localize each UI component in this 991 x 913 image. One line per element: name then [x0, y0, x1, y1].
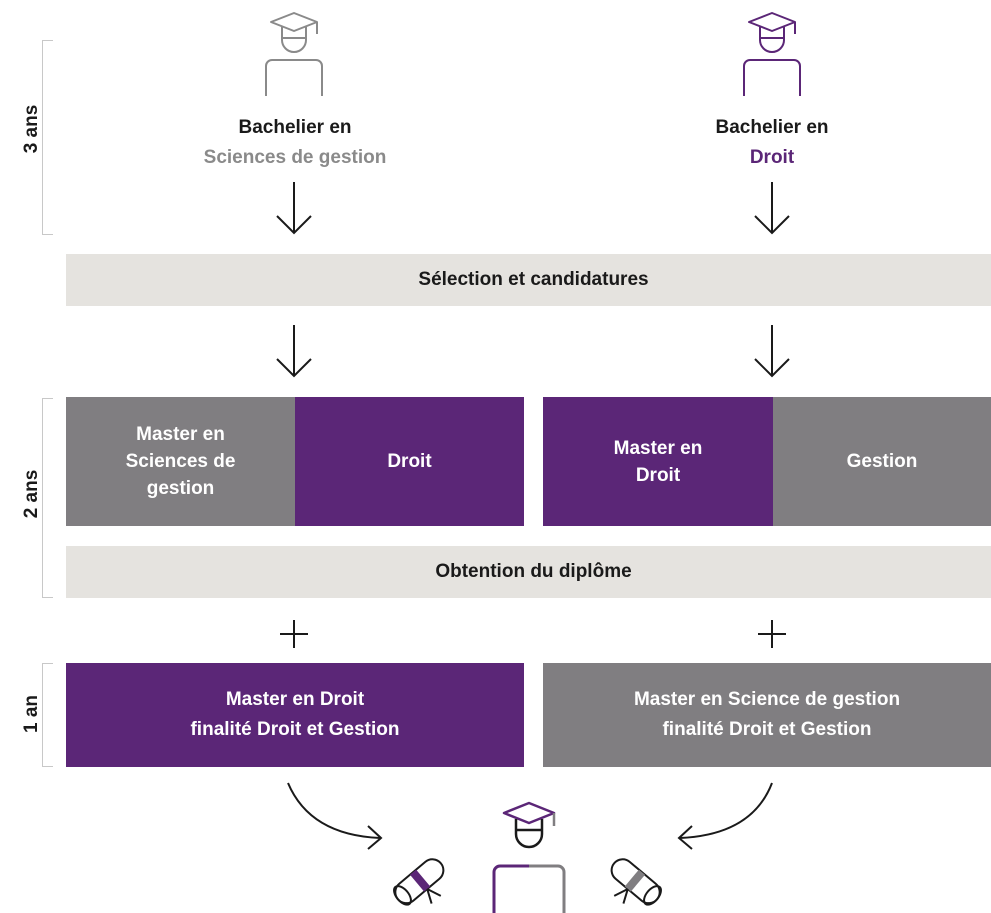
curved-arrow-icon-right [677, 782, 773, 850]
down-arrow-icon [276, 182, 312, 235]
master-minor-gestion-box: Gestion [773, 397, 991, 526]
master-sciences-gestion-box: Master en Sciences de gestion [66, 397, 295, 526]
graduate-icon-bottom [492, 801, 566, 913]
diploma-icon-grey [610, 858, 662, 906]
graduate-icon-purple [743, 12, 801, 96]
bachelor-right-line2: Droit [749, 147, 795, 168]
final-master-droit-box: Master en Droit finalité Droit et Gestio… [66, 663, 524, 767]
down-arrow-icon [754, 325, 790, 378]
bachelor-left-line2: Sciences de gestion [203, 147, 387, 168]
curved-arrow-icon-left [287, 782, 383, 850]
bachelor-left-line1: Bachelier en [238, 117, 352, 138]
bracket-final [42, 663, 53, 767]
plus-icon [280, 620, 308, 648]
down-arrow-icon [754, 182, 790, 235]
side-label-2-ans: 2 ans [21, 469, 42, 519]
bracket-bachelor [42, 40, 53, 235]
selection-band: Sélection et candidatures [66, 254, 991, 306]
final-master-gestion-box: Master en Science de gestion finalité Dr… [543, 663, 991, 767]
side-label-3-ans: 3 ans [21, 104, 42, 154]
diploma-icon-purple [393, 858, 445, 906]
bachelor-left: Bachelier en Sciences de gestion [195, 113, 395, 173]
bracket-master [42, 398, 53, 598]
plus-icon [758, 620, 786, 648]
down-arrow-icon [276, 325, 312, 378]
graduation-band: Obtention du diplôme [66, 546, 991, 598]
bachelor-right: Bachelier en Droit [672, 113, 872, 173]
bachelor-right-line1: Bachelier en [715, 117, 829, 138]
master-droit-box: Master en Droit [543, 397, 773, 526]
graduate-icon-grey [265, 12, 323, 96]
master-minor-droit-box: Droit [295, 397, 524, 526]
side-label-1-an: 1 an [21, 694, 42, 734]
